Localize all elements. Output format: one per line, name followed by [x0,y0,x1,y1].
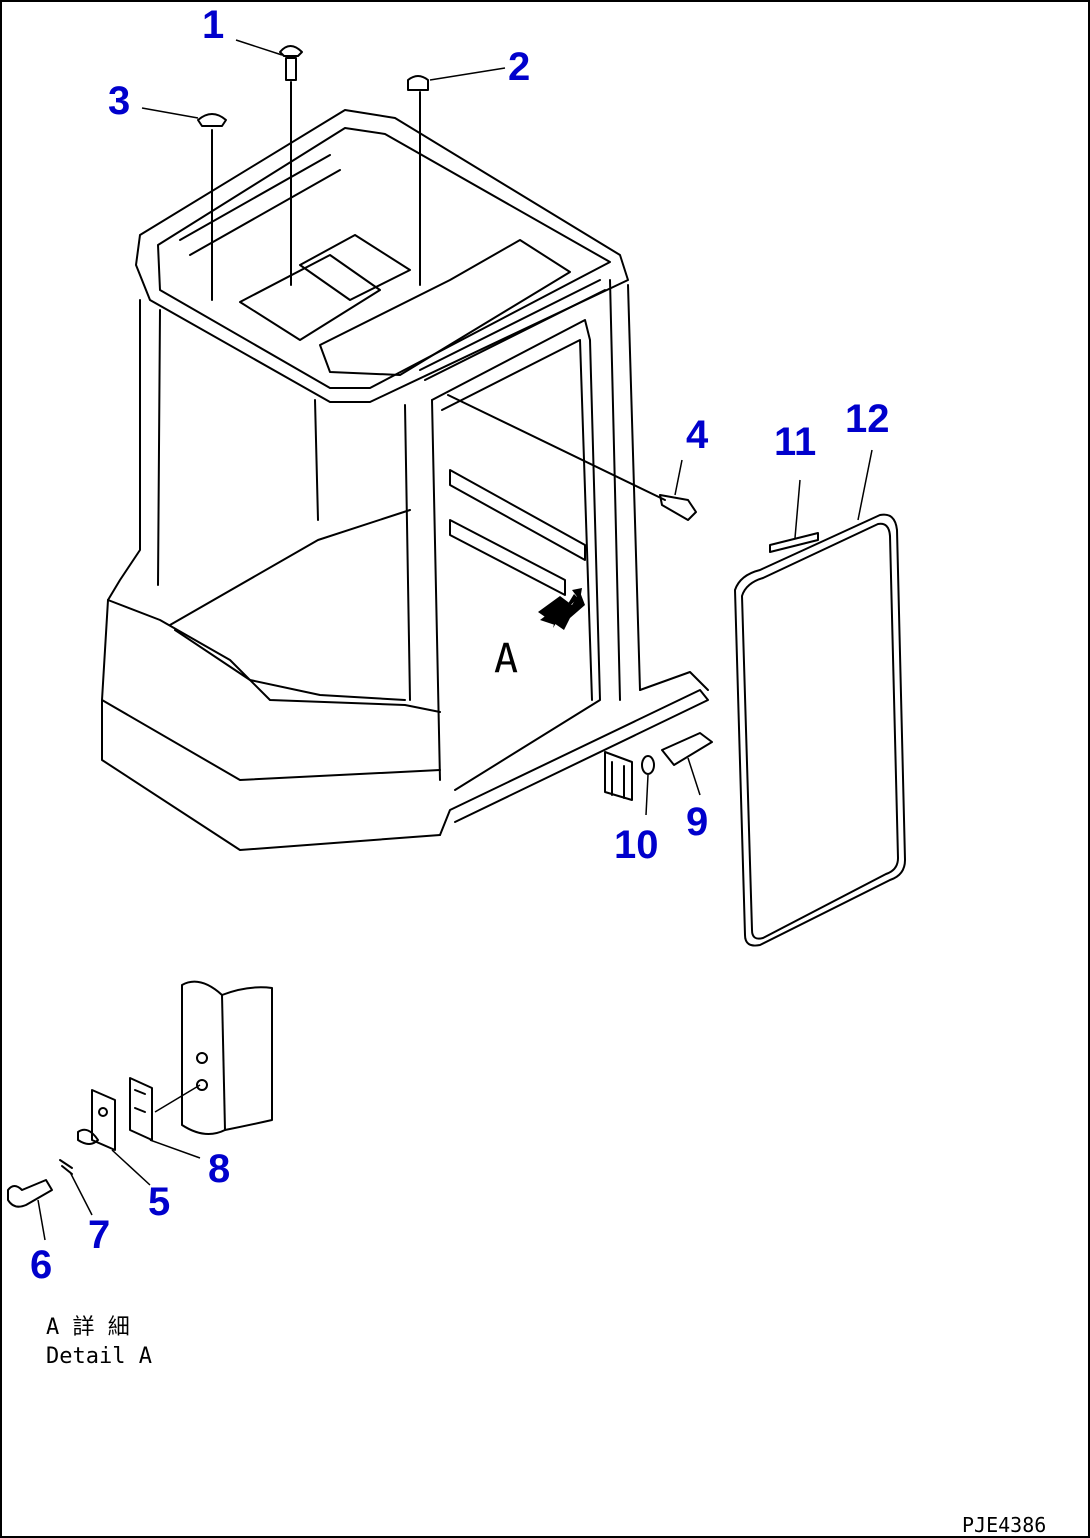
detail-caption-jp: A 詳 細 [46,1315,130,1340]
callout-11: 11 [774,420,816,464]
callout-4: 4 [686,413,709,457]
callout-5: 5 [148,1180,170,1224]
direction-arrow [538,592,585,630]
callout-1: 1 [202,3,224,47]
callout-6: 6 [30,1243,52,1287]
drawing-id: PJE4386 [962,1513,1046,1537]
hinge-fasteners [641,732,713,816]
top-fasteners [141,39,697,521]
callout-3: 3 [108,79,130,123]
view-marker-a: A [494,636,518,682]
callout-7: 7 [88,1213,110,1257]
cab-body [101,109,709,851]
callout-12: 12 [845,397,890,441]
callout-8: 8 [208,1147,230,1191]
detail-caption-en: Detail A [46,1344,152,1369]
detail-a-drawing [7,980,273,1241]
callout-10: 10 [614,823,659,867]
callout-9: 9 [686,800,708,844]
callout-2: 2 [508,45,530,89]
door-glass [734,449,906,947]
